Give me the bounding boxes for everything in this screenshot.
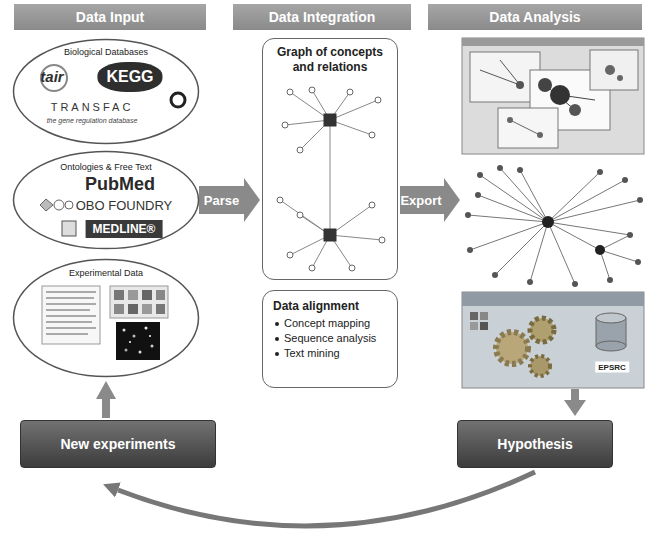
arrow-label: Parse: [204, 193, 239, 208]
down-arrow: [564, 389, 586, 416]
network-view: [465, 165, 643, 287]
screenshot-window: [462, 38, 644, 154]
logo-text: the gene regulation database: [47, 117, 138, 124]
logo-ring: [171, 93, 185, 107]
arrow-label: Export: [400, 193, 441, 208]
ellipse-title: Experimental Data: [69, 268, 143, 278]
workbench-banner: [462, 292, 644, 388]
bullet-item: Text mining: [273, 346, 387, 361]
step-label: Hypothesis: [497, 436, 572, 452]
header-band: Data Analysis: [428, 4, 642, 30]
column-heading: Data Analysis: [489, 9, 580, 25]
export-arrow: [400, 178, 460, 222]
column-heading: Data Input: [76, 9, 144, 25]
bullet-item: Concept mapping: [273, 316, 387, 331]
cycle-arrow: [118, 472, 535, 526]
ellipse-title: Biological Databases: [64, 47, 148, 57]
ellipse-outline: [14, 40, 199, 144]
block-arrow: [199, 178, 260, 222]
logo-text: MEDLINE®: [86, 220, 163, 238]
source-ellipse: Experimental Data: [12, 258, 200, 378]
source-ellipse: Biological Databases tair KEGG TRANSFAC the …: [12, 38, 200, 145]
ellipse-title: Ontologies & Free Text: [60, 162, 151, 172]
obo-icons: [40, 199, 73, 211]
logo-text: KEGG: [97, 62, 162, 92]
bullet-item: Sequence analysis: [273, 331, 387, 346]
panel-heading: Data alignment: [273, 298, 387, 314]
logo-text: OBO FOUNDRY: [76, 198, 173, 213]
column-heading: Data Integration: [269, 9, 376, 25]
ellipse-outline: [14, 260, 199, 377]
logo-text: TRANSFAC: [51, 101, 134, 113]
graph-panel: Graph of concepts and relations: [262, 38, 398, 280]
concept-graph: [277, 87, 385, 271]
logo-label: EPSRC: [595, 362, 629, 373]
medline-icon: [62, 221, 76, 236]
logo-swirl: [41, 65, 67, 91]
source-ellipse: Ontologies & Free TextPubMedOBO FOUNDRY M…: [12, 150, 200, 250]
feedback-arrow: [102, 399, 110, 418]
header-band: Data Integration: [233, 4, 411, 30]
step-box: Hypothesis: [457, 420, 613, 468]
experiment-illustration: [42, 286, 168, 360]
logo-text: PubMed: [85, 174, 155, 195]
ellipse-outline: [14, 152, 199, 249]
step-label: New experiments: [60, 436, 175, 452]
logo-text: tair: [40, 68, 63, 85]
panel-heading: Graph of concepts and relations: [269, 45, 391, 75]
step-box: New experiments: [20, 420, 216, 468]
header-band: Data Input: [14, 4, 206, 30]
alignment-panel: Data alignmentConcept mappingSequence an…: [262, 290, 398, 388]
